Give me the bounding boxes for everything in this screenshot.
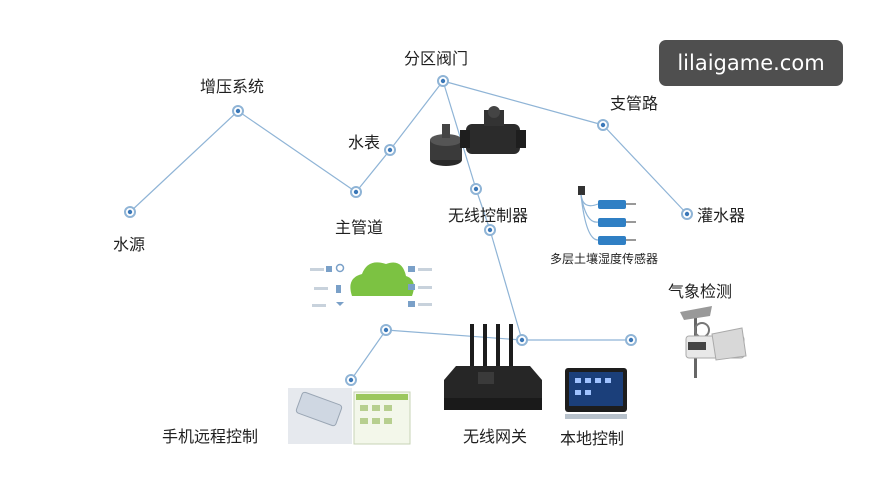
label-zengya: 增压系统 xyxy=(200,77,265,96)
gateway-router-image xyxy=(444,324,542,410)
label-shouji: 手机远程控制 xyxy=(162,427,259,446)
network-nodes xyxy=(124,75,693,386)
node-wuxian-kongzhiqi xyxy=(470,183,482,195)
label-shuibiao: 水表 xyxy=(348,133,381,152)
node-shuiyuan xyxy=(124,206,136,218)
tablet-image xyxy=(565,368,627,419)
label-wuxian-kongzhiqi: 无线控制器 xyxy=(448,206,529,225)
node-zhiguanlu xyxy=(597,119,609,131)
label-chuanganqi: 多层土壤湿度传感器 xyxy=(550,252,659,266)
node-weather xyxy=(625,334,637,346)
node-gateway xyxy=(516,334,528,346)
phone-remote-image xyxy=(288,388,411,445)
node-shuibiao xyxy=(384,144,396,156)
watermark-badge: lilaigame.com xyxy=(659,40,843,86)
label-wangguan: 无线网关 xyxy=(463,427,528,446)
label-guanshuiqi: 灌水器 xyxy=(697,206,746,225)
node-zengya xyxy=(232,105,244,117)
node-mid xyxy=(484,224,496,236)
node-guanshuiqi xyxy=(681,208,693,220)
soil-sensor-image xyxy=(578,186,636,245)
node-phone xyxy=(345,374,357,386)
label-bendi: 本地控制 xyxy=(560,429,625,448)
label-shuiyuan: 水源 xyxy=(113,235,146,254)
label-fenqu: 分区阀门 xyxy=(404,49,469,68)
label-zhuguandao: 主管道 xyxy=(335,218,384,237)
cloud-platform-image xyxy=(310,262,432,310)
valve-meter-image xyxy=(430,106,526,166)
node-fenqu xyxy=(437,75,449,87)
label-qixiang: 气象检测 xyxy=(668,282,733,301)
node-zhuguandao xyxy=(350,186,362,198)
label-zhiguanlu: 支管路 xyxy=(610,94,659,113)
weather-station-image xyxy=(680,306,747,378)
node-cloud xyxy=(380,324,392,336)
